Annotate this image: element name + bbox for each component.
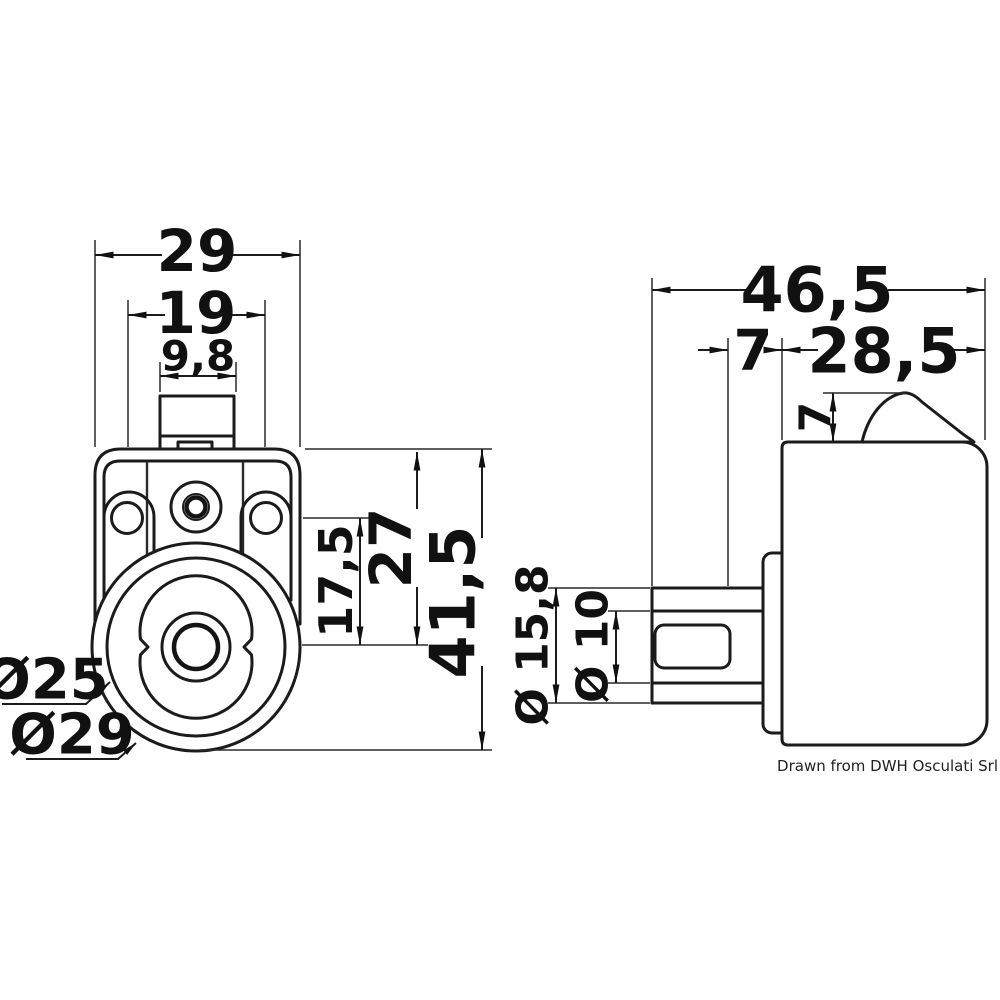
dim-pawl-height-label: 7 <box>791 402 842 433</box>
dim-hole-spacing-label: 19 <box>156 279 237 347</box>
rosette <box>90 541 302 753</box>
dim-top-to-center-label: 27 <box>357 508 425 589</box>
screw-hole-left <box>110 501 144 535</box>
latch-pawl <box>860 391 976 444</box>
button-tab <box>176 440 214 451</box>
rosette-inner-circle <box>105 556 287 738</box>
key-hole <box>171 622 221 672</box>
dim-overall-width-label: 29 <box>157 217 238 285</box>
side-dimension-lines <box>552 286 985 703</box>
front-dimension-lines <box>95 251 486 750</box>
screw-hole-right <box>249 501 283 535</box>
core-circle <box>160 611 232 683</box>
credit-text: Drawn from DWH Osculati Srl <box>777 757 998 775</box>
dim-grip-thickness-label: 7 <box>734 319 773 384</box>
dim-overall-depth-label: 46,5 <box>741 254 894 327</box>
body-outline <box>93 447 302 626</box>
pilot-boss <box>169 480 223 534</box>
dim-screw-to-center-label: 17,5 <box>309 524 363 638</box>
screw-lobe-left <box>102 490 156 602</box>
barrel <box>650 586 765 705</box>
side-body <box>780 440 989 747</box>
dim-button-width-label: 9,8 <box>161 332 235 381</box>
dia-rosette-outer-label: Ø29 <box>9 703 135 768</box>
side-view: 46,5 7 28,5 7 Ø 15,8 Ø 10 <box>508 254 989 747</box>
diameter-leaders <box>2 681 137 760</box>
body-inner-outline <box>102 459 293 602</box>
side-extension-lines <box>548 278 986 704</box>
keyway <box>653 623 732 670</box>
dim-body-depth-label: 28,5 <box>808 315 961 388</box>
notched-ring <box>138 574 254 720</box>
dim-overall-height-label: 41,5 <box>417 526 490 679</box>
dia-rosette-inner-label: Ø25 <box>0 648 109 713</box>
push-button <box>158 394 236 451</box>
front-view: 29 19 9,8 17,5 27 41,5 Ø25 Ø29 <box>0 217 492 768</box>
dia-barrel-label: Ø 15,8 <box>508 564 559 725</box>
dia-shaft-label: Ø 10 <box>568 589 619 703</box>
rosette-outer-circle <box>90 541 302 753</box>
screw-lobe-right <box>239 490 293 602</box>
flange <box>761 551 784 735</box>
